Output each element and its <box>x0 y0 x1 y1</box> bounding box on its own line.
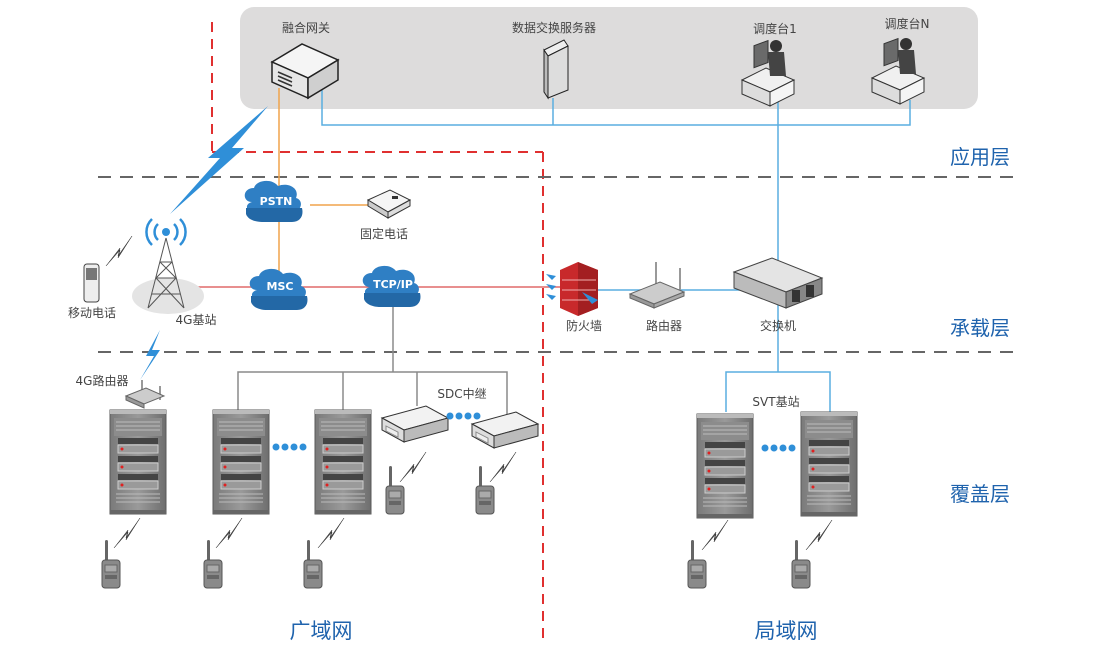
link-app-bus <box>321 80 911 126</box>
wireless-bolt-4g-router-icon <box>140 330 160 380</box>
layer-label-coverage: 覆盖层 <box>950 482 1010 506</box>
wireless-bolt-mobile-icon <box>105 235 133 267</box>
wan-base-station-rack-1-icon <box>109 409 167 515</box>
dispatch-console-1-label: 调度台1 <box>753 21 797 36</box>
switch-label: 交换机 <box>760 318 796 333</box>
mobile-phone-icon <box>83 263 100 303</box>
radio-lan2-icon <box>791 539 811 589</box>
wireless-bolt-wan2-icon <box>215 517 243 549</box>
wireless-bolt-lan1-icon <box>701 519 729 551</box>
radio-wan2-icon <box>203 539 223 589</box>
4g-base-station-icon <box>132 218 204 314</box>
wireless-bolt-lan2-icon <box>805 519 833 551</box>
svt-base-station-rack-2-icon <box>800 411 858 517</box>
sdc-relay-2-icon <box>471 411 539 449</box>
link-svt-bus <box>725 371 831 412</box>
wan-boundary <box>211 22 544 640</box>
layer-label-application: 应用层 <box>950 145 1010 169</box>
ellipsis-dots-wan-icon <box>272 443 307 451</box>
svt-base-station-label: SVT基站 <box>752 395 799 409</box>
radio-sdc1-icon <box>385 465 405 515</box>
radio-lan1-icon <box>687 539 707 589</box>
radio-wan1-icon <box>101 539 121 589</box>
dispatch-console-n-label: 调度台N <box>885 16 930 31</box>
4g-router-label: 4G路由器 <box>76 373 129 388</box>
fixed-phone-label: 固定电话 <box>360 226 408 241</box>
wireless-bolt-sdc1-icon <box>399 451 427 483</box>
router-icon <box>628 262 686 309</box>
msc-cloud-label: MSC <box>267 280 294 293</box>
svt-base-station-rack-1-icon <box>696 413 754 519</box>
wan-label: 广域网 <box>290 619 353 643</box>
ellipsis-dots-sdc-icon <box>446 412 481 420</box>
wireless-bolt-wan3-icon <box>317 517 345 549</box>
radio-wan3-icon <box>303 539 323 589</box>
switch-icon <box>732 257 824 309</box>
firewall-icon <box>546 262 598 316</box>
data-server-icon <box>543 39 569 100</box>
mobile-phone-label: 移动电话 <box>68 306 116 320</box>
gateway-device-icon <box>270 43 340 100</box>
gateway-label: 融合网关 <box>282 20 330 35</box>
layer-label-bearer: 承载层 <box>950 316 1010 340</box>
wireless-bolt-wan1-icon <box>113 517 141 549</box>
wan-base-station-rack-3-icon <box>314 409 372 515</box>
sdc-relay-1-icon <box>381 405 449 443</box>
links <box>195 80 911 418</box>
wan-base-station-rack-2-icon <box>212 409 270 515</box>
4g-base-station-label: 4G基站 <box>176 313 217 327</box>
router-label: 路由器 <box>646 318 682 333</box>
application-layer-panel <box>240 7 978 109</box>
sdc-relay-label: SDC中继 <box>437 386 486 401</box>
link-wan-bus <box>237 371 508 418</box>
data-server-label: 数据交换服务器 <box>512 20 596 35</box>
fixed-phone-icon <box>366 189 412 219</box>
tcpip-cloud-label: TCP/IP <box>373 278 413 291</box>
radio-sdc2-icon <box>475 465 495 515</box>
wireless-bolt-sdc2-icon <box>489 451 517 483</box>
lan-label: 局域网 <box>755 619 818 643</box>
ellipsis-dots-svt-icon <box>761 444 796 452</box>
wireless-bolt-gateway-icon <box>170 106 268 214</box>
firewall-label: 防火墙 <box>566 318 602 333</box>
pstn-cloud-label: PSTN <box>260 195 293 208</box>
4g-router-icon <box>124 380 166 409</box>
